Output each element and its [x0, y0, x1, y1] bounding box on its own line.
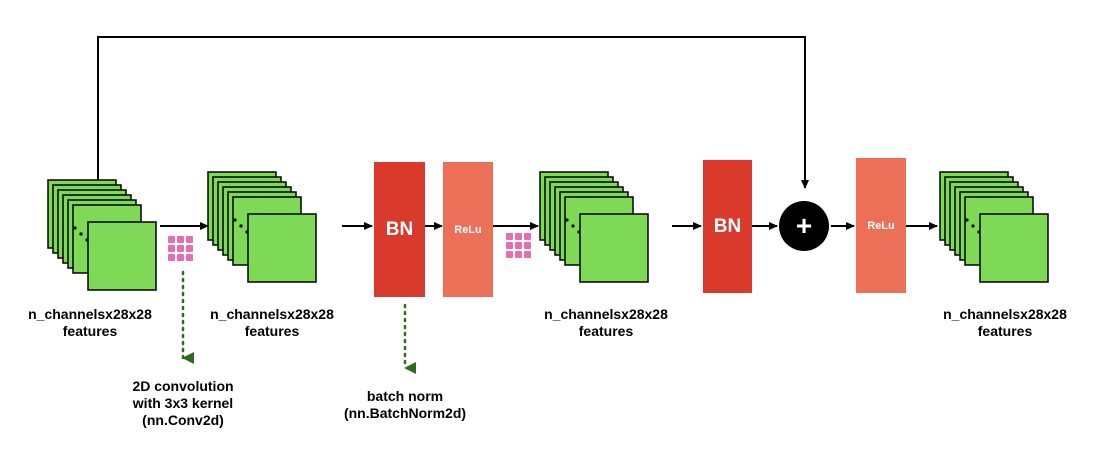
kernel-cell — [515, 251, 522, 258]
feature-label-line1: n_channelsx28x28 — [544, 306, 668, 322]
conv-annotation: 2D convolution with 3x3 kernel (nn.Conv2… — [103, 378, 263, 429]
feature-label-line2: features — [977, 323, 1033, 339]
ellipsis-dot — [73, 226, 77, 230]
ellipsis-dot — [565, 218, 569, 222]
feature-map-layer-front — [579, 213, 649, 283]
kernel-cell — [168, 236, 175, 243]
kernel-cell — [168, 254, 175, 261]
kernel-cell — [524, 233, 531, 240]
kernel-cell — [515, 233, 522, 240]
plus-circle-icon: + — [779, 201, 829, 251]
conv-annotation-line2: with 3x3 kernel — [132, 395, 234, 411]
kernel-grid-icon-conv1 — [168, 236, 193, 261]
ellipsis-dot — [233, 218, 237, 222]
conv-annotation-line1: 2D convolution — [132, 378, 234, 394]
kernel-cell — [177, 245, 184, 252]
feature-label-output: n_channelsx28x28 features — [925, 306, 1085, 340]
kernel-cell — [506, 242, 513, 249]
kernel-cell — [524, 251, 531, 258]
conv-annotation-line3: (nn.Conv2d) — [142, 412, 224, 428]
feature-label-line1: n_channelsx28x28 — [28, 306, 152, 322]
kernel-cell — [186, 245, 193, 252]
feature-label-input: n_channelsx28x28 features — [10, 306, 170, 340]
kernel-cell — [186, 254, 193, 261]
ellipsis-dot — [971, 224, 975, 228]
ellipsis-dot — [965, 218, 969, 222]
ellipsis-dot — [571, 224, 575, 228]
ellipsis-dot — [79, 232, 83, 236]
feature-label-line2: features — [244, 323, 300, 339]
feature-stack-icon-output — [939, 171, 1049, 283]
batchnorm-annotation: batch norm (nn.BatchNorm2d) — [325, 388, 485, 422]
kernel-cell — [506, 233, 513, 240]
kernel-cell — [186, 236, 193, 243]
feature-label-line2: features — [578, 323, 634, 339]
feature-map-layer-front — [247, 213, 317, 283]
batchnorm-block-2: BN — [703, 160, 752, 293]
feature-stack-icon-input — [47, 179, 157, 291]
feature-label-line1: n_channelsx28x28 — [210, 306, 334, 322]
relu-block-1: ReLu — [443, 162, 493, 297]
feature-stack-icon-conv1 — [207, 171, 317, 283]
kernel-cell — [515, 242, 522, 249]
kernel-grid-icon-conv2 — [506, 233, 531, 258]
kernel-cell — [177, 254, 184, 261]
feature-label-conv1: n_channelsx28x28 features — [192, 306, 352, 340]
batchnorm-annotation-line2: (nn.BatchNorm2d) — [343, 405, 467, 421]
feature-map-layer-front — [979, 213, 1049, 283]
feature-label-line2: features — [62, 323, 118, 339]
kernel-cell — [524, 242, 531, 249]
feature-stack-icon-conv2 — [539, 171, 649, 283]
kernel-cell — [168, 245, 175, 252]
feature-label-conv2: n_channelsx28x28 features — [526, 306, 686, 340]
batchnorm-annotation-line1: batch norm — [366, 388, 444, 404]
kernel-cell — [506, 251, 513, 258]
skip-connection-line — [97, 36, 809, 189]
feature-map-layer-front — [87, 221, 157, 291]
relu-block-2: ReLu — [856, 158, 906, 293]
feature-label-line1: n_channelsx28x28 — [943, 306, 1067, 322]
ellipsis-dot — [239, 224, 243, 228]
kernel-cell — [177, 236, 184, 243]
batchnorm-block-1: BN — [374, 162, 425, 297]
